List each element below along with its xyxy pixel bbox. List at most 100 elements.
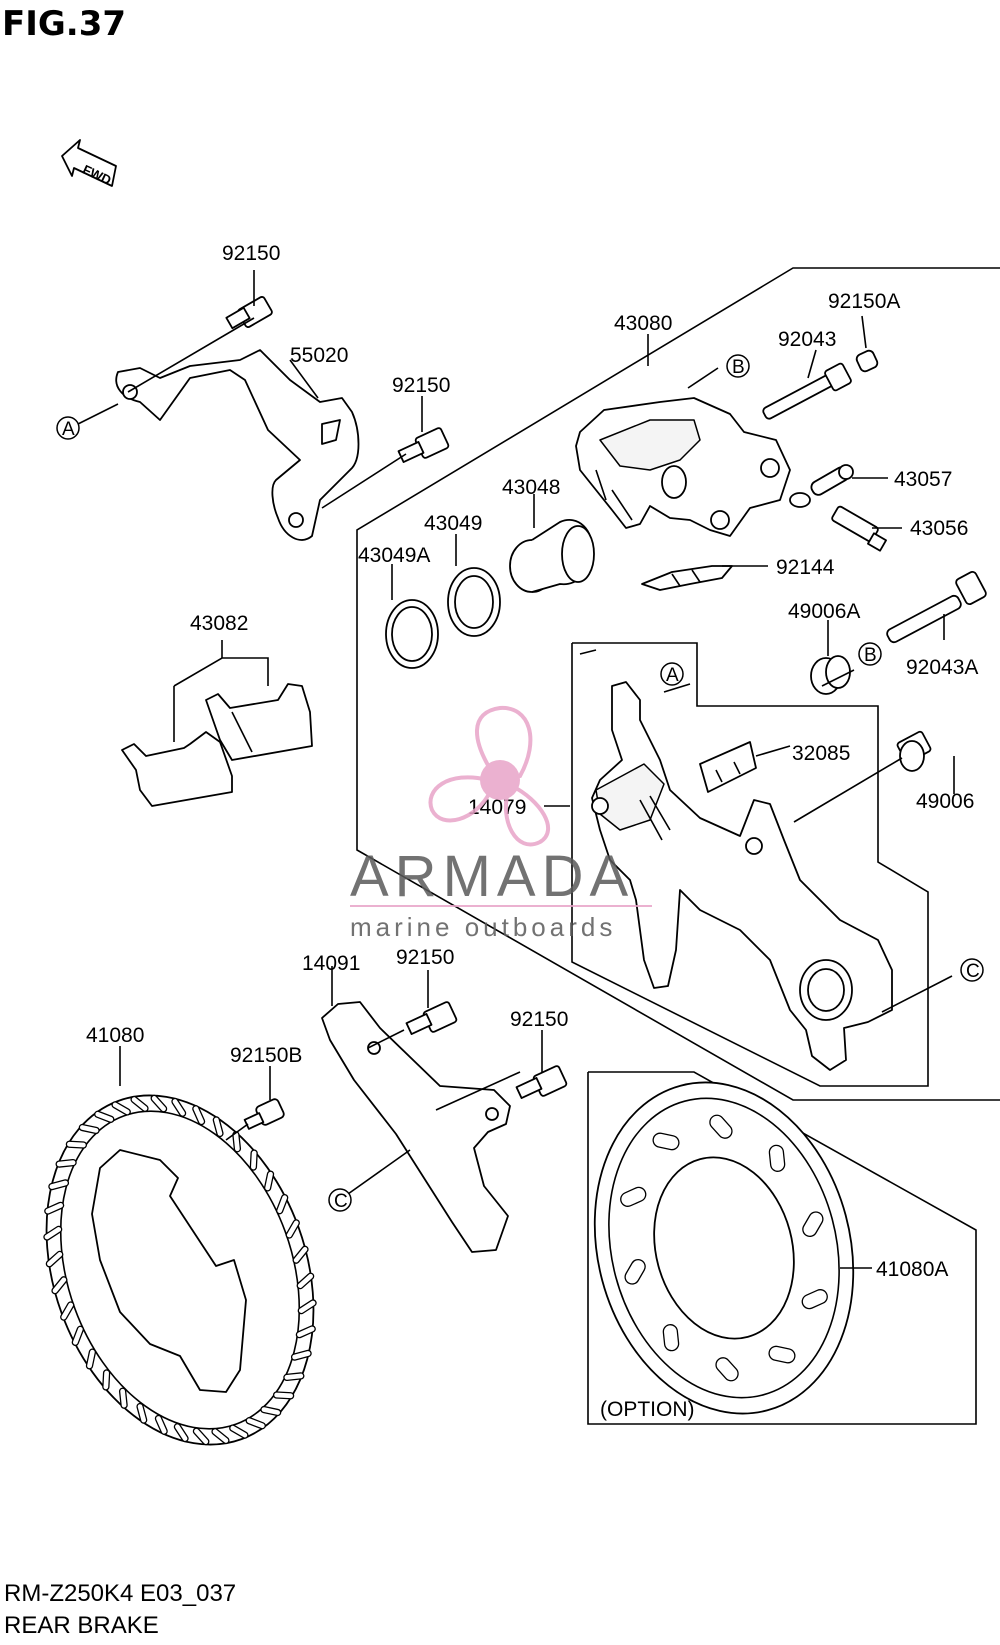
svg-text:C: C (334, 1191, 348, 1212)
disc-slot (801, 1289, 828, 1310)
leader-lines (77, 270, 955, 1269)
part-label-43049: 43049 (424, 512, 482, 535)
disc-slot (150, 1094, 168, 1113)
part-label-14091: 14091 (302, 952, 360, 975)
part-label-43056: 43056 (910, 517, 968, 540)
part-label-43049a: 43049A (358, 544, 430, 567)
part-label-92150-top: 92150 (222, 242, 280, 265)
slide-pin-92043a (886, 570, 987, 644)
disc-slot (283, 1372, 305, 1382)
part-label-55020: 55020 (290, 344, 348, 367)
caliper-bracket-14079 (591, 681, 893, 1071)
disc-slot (192, 1105, 206, 1126)
part-label-92150-low: 92150 (510, 1008, 568, 1031)
svg-text:B: B (864, 645, 877, 666)
svg-text:A: A (666, 665, 679, 686)
part-label-43080: 43080 (614, 312, 672, 335)
disc-slot (111, 1101, 131, 1116)
disc-slot (802, 1211, 824, 1238)
bolt-92150-top (225, 296, 273, 330)
disc-slot (212, 1116, 224, 1138)
callout-b-top: B (726, 354, 750, 378)
part-label-32085: 32085 (792, 742, 850, 765)
option-frame (587, 1071, 977, 1425)
bleeder-cap-43057 (789, 464, 854, 508)
callout-c-guard: C (328, 1188, 352, 1212)
dust-seal-43049a (385, 599, 439, 669)
disc-slot (173, 1423, 189, 1443)
disc-slot (768, 1345, 796, 1364)
disc-slot (292, 1245, 309, 1264)
watermark-brand: ARMADA (350, 844, 634, 909)
pad-retainer-32085 (699, 741, 757, 793)
disc-slot (272, 1391, 295, 1400)
disc-slot (709, 1114, 733, 1139)
disc-slot (297, 1299, 317, 1315)
callout-a-bracket: A (660, 662, 684, 686)
disc-slot (296, 1272, 315, 1290)
part-label-92144: 92144 (776, 556, 835, 579)
disc-slot (245, 1417, 266, 1430)
disc-slot (768, 1144, 786, 1172)
disc-slot (51, 1276, 68, 1295)
piston-seal-43049 (447, 567, 501, 637)
section-name: REAR BRAKE (4, 1612, 159, 1639)
disc-slot (263, 1170, 275, 1192)
disc-slot (136, 1402, 148, 1424)
bolt-49006 (896, 730, 932, 772)
disc-slot (290, 1349, 312, 1361)
part-label-92150b: 92150B (230, 1044, 302, 1067)
disc-slot (171, 1097, 187, 1117)
disc-slot (48, 1179, 70, 1191)
disc-slot (154, 1414, 168, 1435)
bolt-92150-guard (405, 1001, 458, 1035)
disc-bolt-92150b (243, 1098, 285, 1130)
option-label: (OPTION) (600, 1398, 695, 1421)
disc-slot (44, 1201, 65, 1215)
part-label-92043: 92043 (778, 328, 836, 351)
disc-slot (65, 1140, 88, 1149)
disc-guard-14091 (321, 1001, 511, 1253)
forward-arrow-icon: FWD (61, 139, 117, 188)
disc-slot (295, 1325, 316, 1339)
brake-caliper (575, 397, 791, 537)
disc-slot (94, 1110, 115, 1123)
bolt-92150-low (515, 1065, 568, 1099)
brake-pads-43082 (121, 683, 313, 807)
figure-title: FIG.37 (2, 4, 127, 44)
model-code: RM-Z250K4 E03_037 (4, 1580, 237, 1607)
disc-slot (118, 1387, 128, 1409)
disc-slot (624, 1258, 646, 1285)
part-label-92150-mid: 92150 (392, 374, 450, 397)
pad-spring-92144 (641, 565, 733, 591)
bracket-assembly-frame (571, 642, 929, 1087)
cap-92150a (855, 349, 879, 373)
part-label-49006a: 49006A (788, 600, 860, 623)
svg-text:B: B (732, 357, 745, 378)
disc-slot (45, 1250, 64, 1268)
callout-b-bracket: B (858, 642, 882, 666)
disc-slot (249, 1149, 258, 1171)
disc-slot (102, 1369, 111, 1391)
disc-vent-slots (43, 1094, 317, 1446)
part-label-92150-guard: 92150 (396, 946, 454, 969)
brake-hose-bracket (115, 349, 360, 541)
part-label-43082: 43082 (190, 612, 248, 635)
disc-slot (285, 1219, 300, 1239)
part-label-43048: 43048 (502, 476, 560, 499)
disc-slot (60, 1301, 75, 1321)
part-label-49006: 49006 (916, 790, 974, 813)
disc-slot (78, 1123, 100, 1135)
disc-slot (192, 1427, 210, 1446)
bolt-92150-mid (397, 427, 450, 463)
part-label-92043a: 92043A (906, 656, 978, 679)
disc-slot (232, 1131, 242, 1153)
disc-slot (715, 1357, 739, 1382)
part-label-92150a: 92150A (828, 290, 900, 313)
brake-disc-41080a (593, 1081, 855, 1415)
disc-slot (229, 1424, 249, 1439)
disc-slot (662, 1324, 680, 1352)
disc-slot (276, 1193, 289, 1215)
disc-slot (43, 1225, 63, 1241)
